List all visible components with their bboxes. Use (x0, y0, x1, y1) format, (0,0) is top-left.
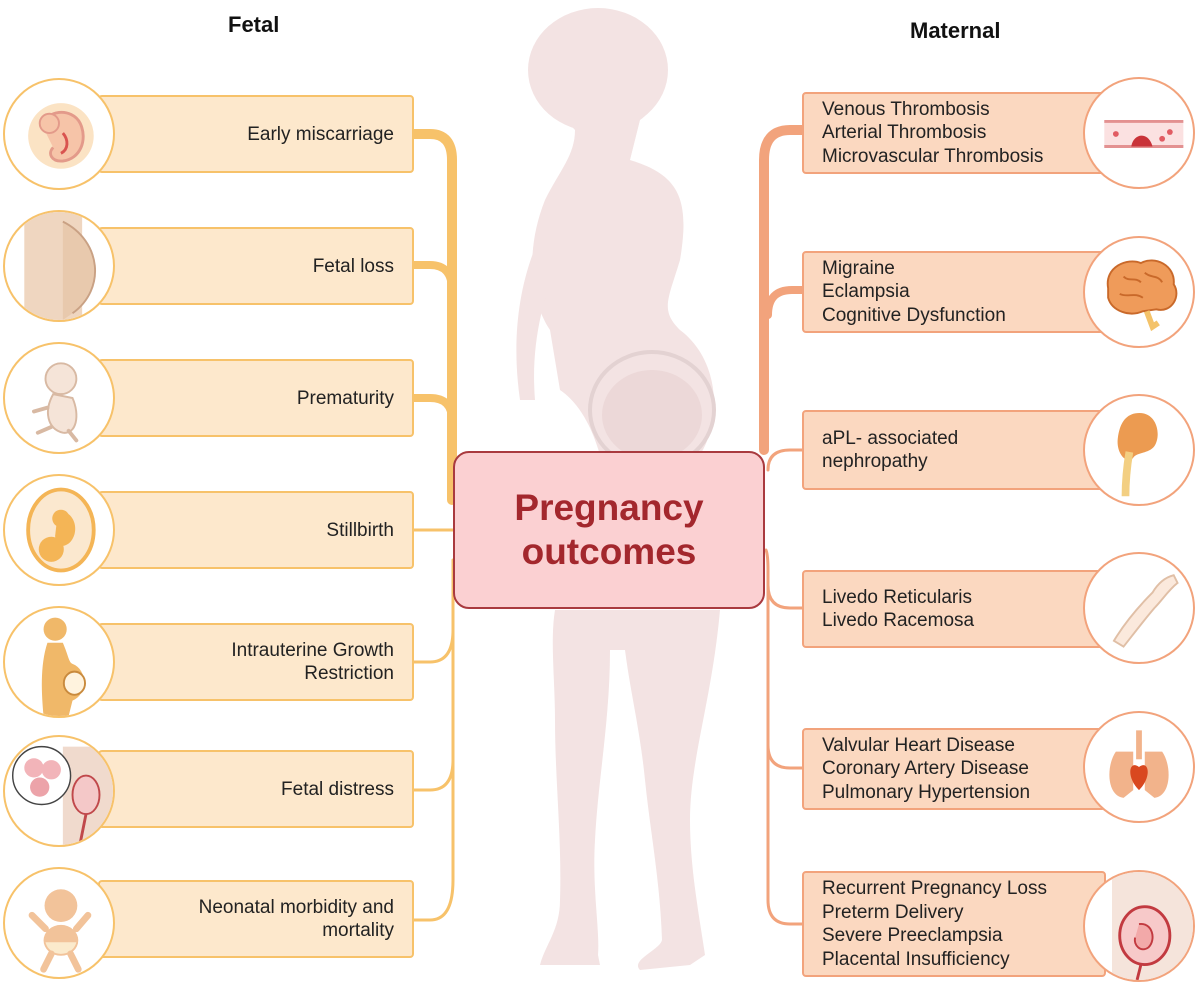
fetal-item-text: mortality (322, 920, 394, 941)
maternal-item-text: Placental Insufficiency (822, 948, 1010, 970)
maternal-item-text: Venous Thrombosis (822, 98, 990, 120)
maternal-item-text: Preterm Delivery (822, 901, 964, 923)
maternal-item-text: Eclampsia (822, 281, 910, 303)
maternal-item-text: Arterial Thrombosis (822, 122, 987, 144)
fetus-shape (602, 370, 702, 460)
fetal-item-text: Early miscarriage (247, 123, 394, 145)
fetal-item-early-miscarriage: Early miscarriage (98, 95, 414, 173)
maternal-item-text: nephropathy (822, 451, 928, 472)
fetal-item-iugr: Intrauterine Growth Restriction (98, 623, 414, 701)
maternal-item-obstetric: Recurrent Pregnancy Loss Preterm Deliver… (802, 871, 1106, 977)
fetal-item-text: Restriction (304, 663, 394, 684)
fetal-item-text: Stillbirth (326, 519, 394, 541)
fetal-item-text: Neonatal morbidity and (198, 897, 394, 918)
fetal-item-text: Fetal loss (312, 255, 394, 277)
premature-baby-icon (3, 342, 115, 454)
maternal-item-text: Coronary Artery Disease (822, 758, 1029, 780)
maternal-item-text: Livedo Reticularis (822, 586, 972, 608)
maternal-item-cardiopulmonary: Valvular Heart Disease Coronary Artery D… (802, 728, 1106, 810)
fetal-heading: Fetal (228, 12, 280, 37)
kidney-icon (1083, 394, 1195, 506)
blood-vessel-clot-icon (1083, 77, 1195, 189)
fetal-item-stillbirth: Stillbirth (98, 491, 414, 569)
fetal-item-prematurity: Prematurity (98, 359, 414, 437)
pregnant-belly-icon (3, 210, 115, 322)
fetal-item-text: Fetal distress (281, 778, 394, 800)
maternal-item-neurologic: Migraine Eclampsia Cognitive Dysfunction (802, 251, 1106, 333)
maternal-item-text: Valvular Heart Disease (822, 734, 1015, 756)
maternal-item-text: Microvascular Thrombosis (822, 145, 1044, 167)
heart-lungs-icon (1083, 711, 1195, 823)
fetus-in-womb-icon (3, 474, 115, 586)
pregnancy-outcomes-center: Pregnancy outcomes (453, 451, 765, 609)
maternal-item-text: Migraine (822, 257, 895, 279)
maternal-heading: Maternal (910, 18, 1001, 43)
maternal-item-thrombosis: Venous Thrombosis Arterial Thrombosis Mi… (802, 92, 1106, 174)
maternal-item-text: Severe Preeclampsia (822, 925, 1003, 946)
brain-icon (1083, 236, 1195, 348)
newborn-icon (3, 867, 115, 979)
maternal-item-nephropathy: aPL- associated nephropathy (802, 410, 1106, 490)
maternal-item-text: Pulmonary Hypertension (822, 781, 1031, 803)
arm-skin-icon (1083, 552, 1195, 664)
maternal-item-text: aPL- associated (822, 427, 959, 449)
uterus-fetus-icon (1083, 870, 1195, 982)
pregnant-woman-silhouette (516, 8, 720, 970)
embryo-icon (3, 78, 115, 190)
placenta-cells-icon (3, 735, 115, 847)
maternal-item-text: Recurrent Pregnancy Loss (822, 878, 1047, 899)
center-title-line1: Pregnancy (514, 487, 704, 528)
fetal-item-fetal-distress: Fetal distress (98, 750, 414, 828)
maternal-item-livedo: Livedo Reticularis Livedo Racemosa (802, 570, 1106, 648)
fetal-item-text: Intrauterine Growth (231, 640, 394, 661)
fetal-item-neonatal: Neonatal morbidity and mortality (98, 880, 414, 958)
fetal-connectors (409, 129, 457, 922)
fetal-item-fetal-loss: Fetal loss (98, 227, 414, 305)
center-title-line2: outcomes (521, 531, 697, 572)
maternal-item-text: Cognitive Dysfunction (822, 304, 1006, 326)
maternal-item-text: Livedo Racemosa (822, 610, 975, 631)
maternal-connectors (759, 125, 807, 926)
fetal-item-text: Prematurity (296, 387, 394, 409)
pregnant-woman-icon (3, 606, 115, 718)
